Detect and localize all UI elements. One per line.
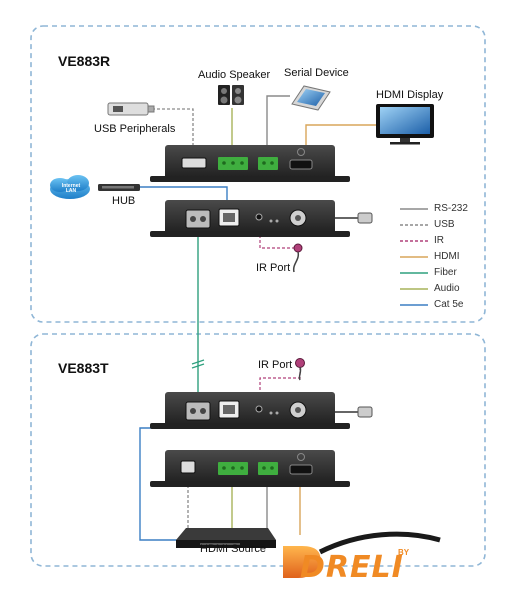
receiver-front-unit <box>150 145 350 182</box>
legend-label: HDMI <box>434 251 460 262</box>
receiver-panel <box>30 25 486 323</box>
receiver-title: VE883R <box>58 53 111 69</box>
hdmi-source-icon <box>176 528 276 548</box>
receiver-back-unit <box>150 200 350 237</box>
usb-cable <box>152 108 194 145</box>
serial-device-label: Serial Device <box>284 67 349 79</box>
transmitter-panel <box>30 333 486 567</box>
usb-stick-icon <box>107 102 155 116</box>
audio-speaker-label: Audio Speaker <box>198 69 271 81</box>
usb-peripherals-label: USB Peripherals <box>94 123 176 135</box>
legend-item: RS-232 <box>400 203 510 217</box>
fiber-break-2 <box>191 363 205 369</box>
legend-item: Cat 5e <box>400 299 510 313</box>
legend-label: RS-232 <box>434 203 468 214</box>
power-plug-receiver <box>335 212 373 224</box>
ir-port-label-receiver: IR Port <box>256 262 291 274</box>
hdmi-display-icon <box>376 104 434 145</box>
hub-label: HUB <box>112 195 136 207</box>
power-plug-transmitter <box>335 406 373 418</box>
hdmi-display-label: HDMI Display <box>376 89 444 101</box>
transmitter-front-unit <box>150 450 350 487</box>
legend-label: USB <box>434 219 455 230</box>
transmitter-back-unit <box>150 392 350 429</box>
transmitter-title: VE883T <box>58 360 109 376</box>
internet-cloud-icon <box>50 175 90 199</box>
legend-label: Audio <box>434 283 460 294</box>
ir-port-label-transmitter: IR Port <box>258 359 293 371</box>
legend-item: Fiber <box>400 267 510 281</box>
legend-item: USB <box>400 219 510 233</box>
dreli-logo-by: BY <box>398 548 410 557</box>
rs232-cable-receiver <box>266 95 290 160</box>
dreli-logo-text: DRELI <box>300 550 404 585</box>
hdmi-source-label: HDMI Source <box>200 543 267 555</box>
fiber-break-1 <box>191 359 205 365</box>
serial-device-icon <box>291 85 331 111</box>
hub-icon <box>98 184 140 191</box>
ir-transmitter-probe-icon <box>295 358 305 381</box>
dreli-logo-shapes <box>283 531 441 578</box>
internet-lan-label: Internet LAN <box>61 183 81 194</box>
legend-item: IR <box>400 235 510 249</box>
legend-label: Cat 5e <box>434 299 464 310</box>
legend-label: IR <box>434 235 444 246</box>
speaker-icon <box>218 85 244 105</box>
legend-label: Fiber <box>434 267 457 278</box>
legend-item: Audio <box>400 283 510 297</box>
ir-receiver-probe-icon <box>292 243 303 273</box>
legend-item: HDMI <box>400 251 510 265</box>
